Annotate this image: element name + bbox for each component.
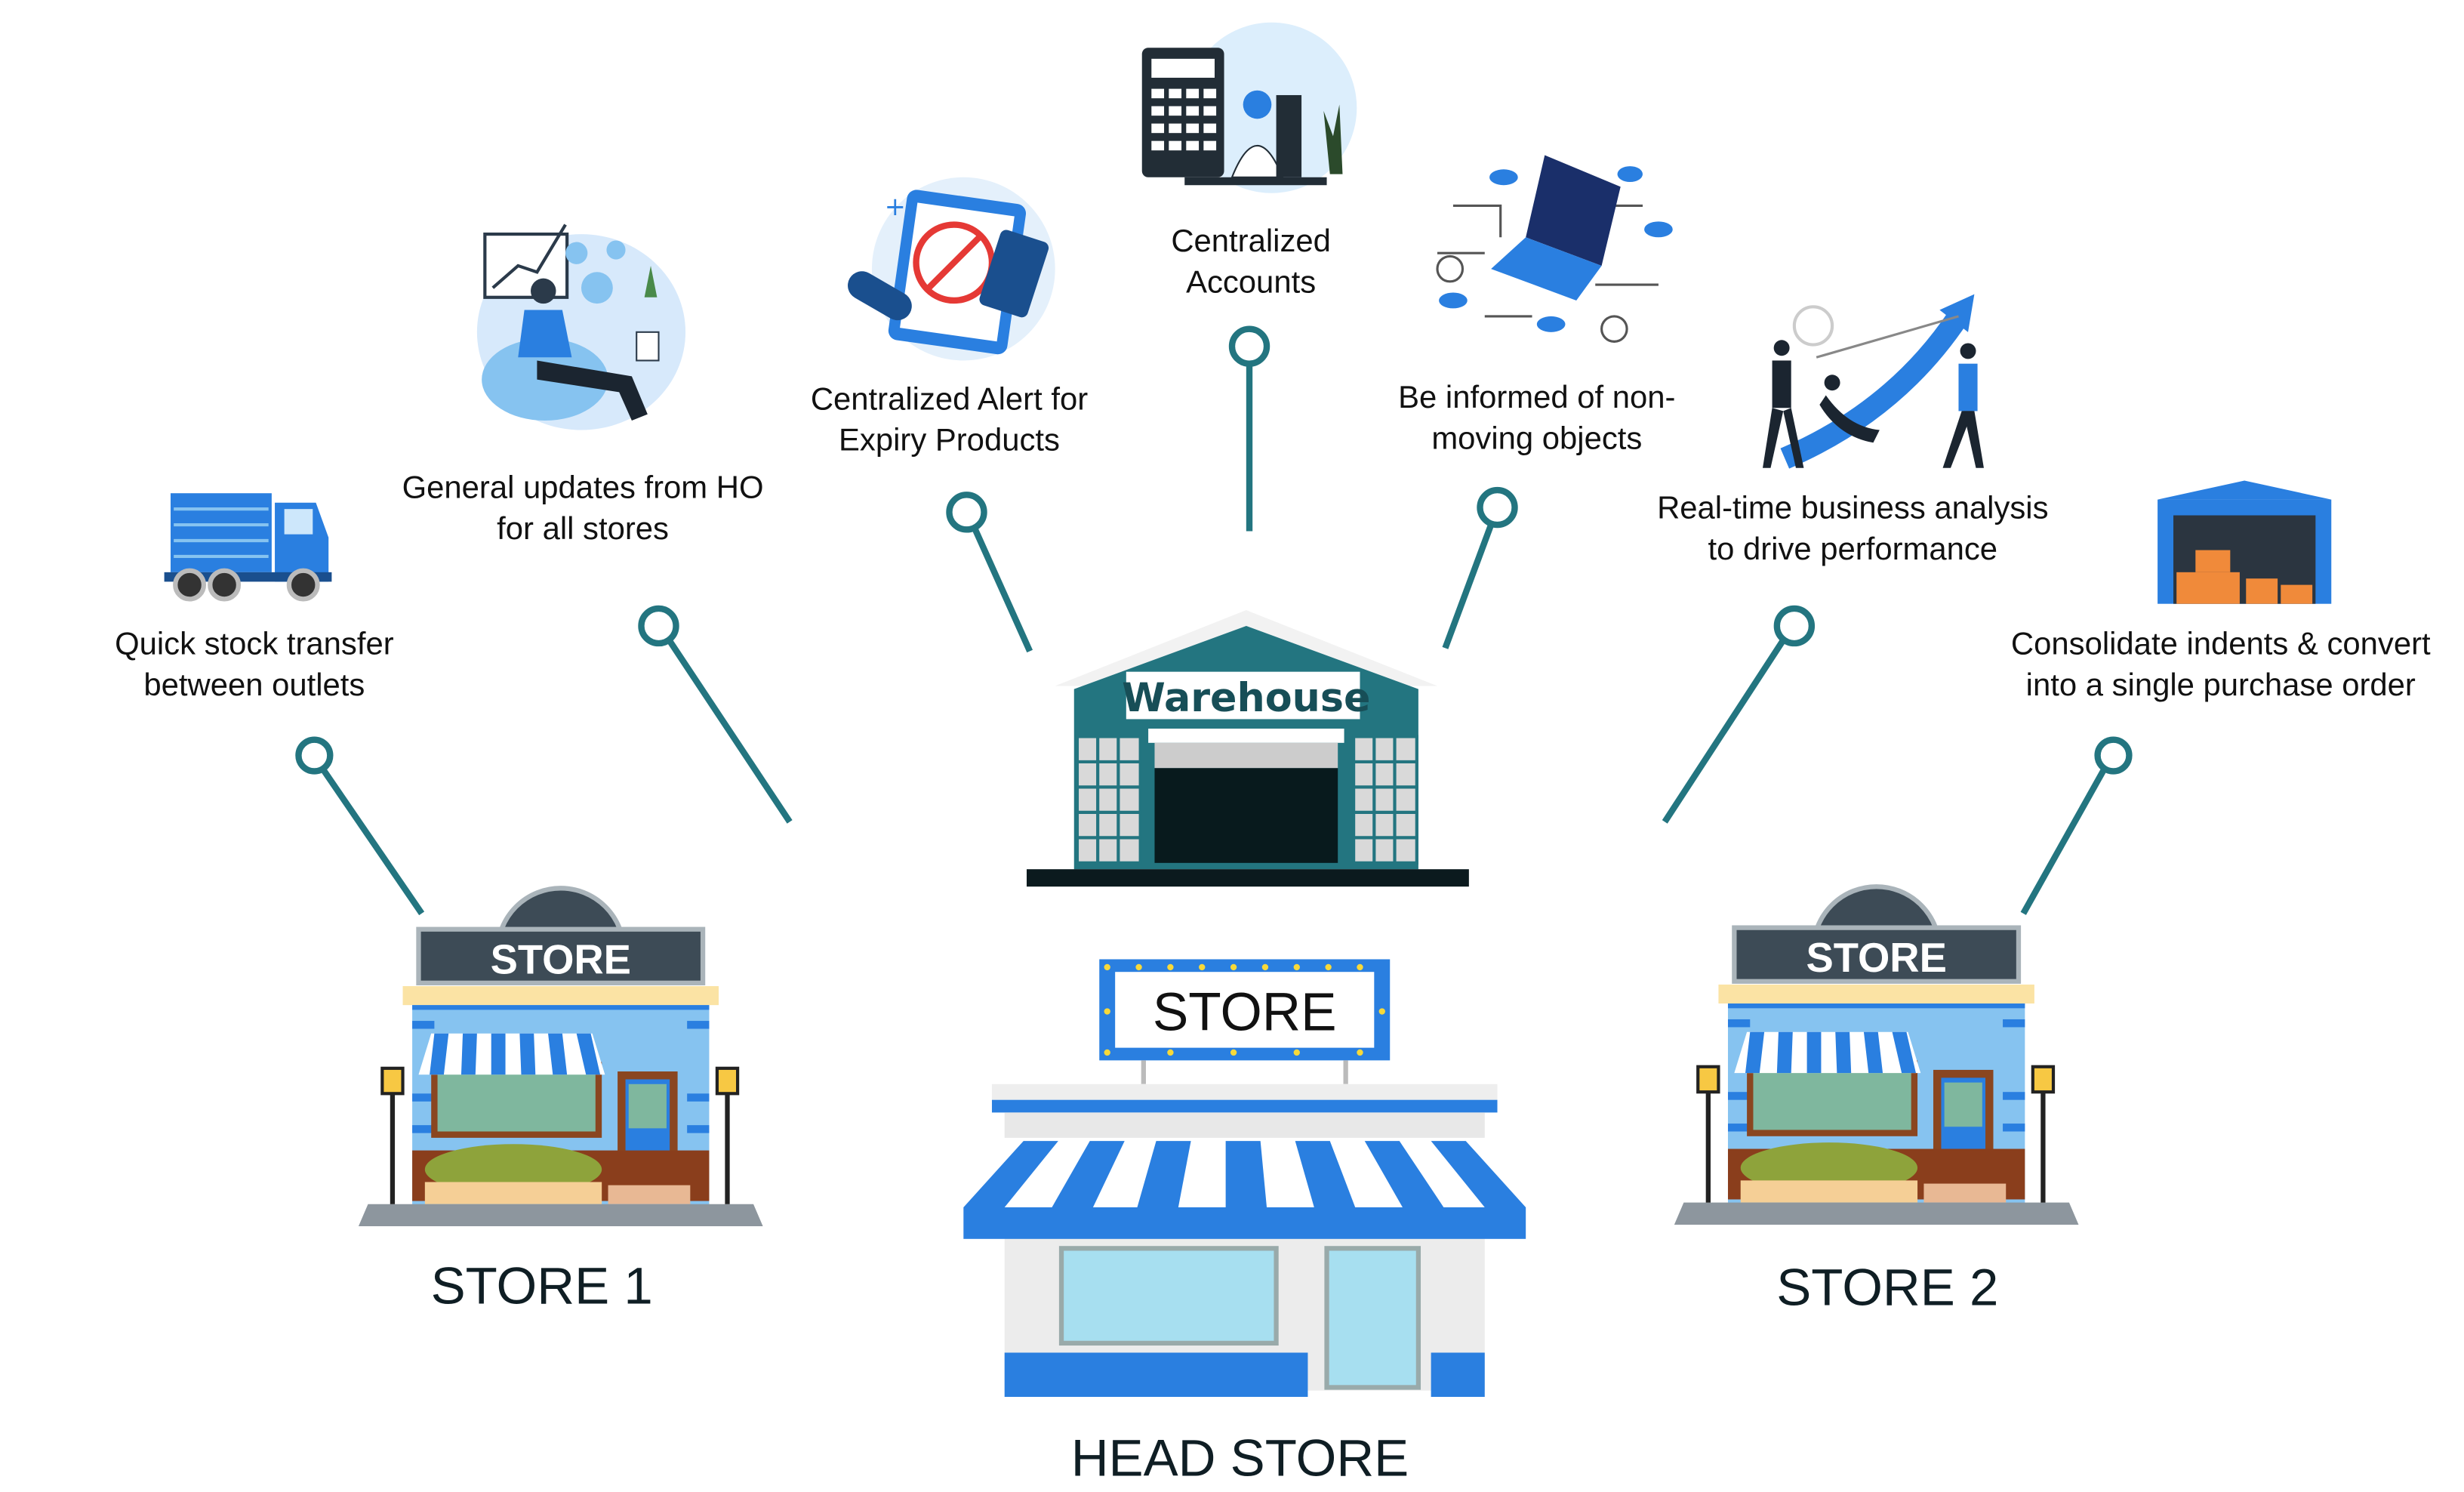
- head-store-building: STORE: [963, 959, 1526, 1398]
- connector-3: [946, 492, 1033, 653]
- svg-text:to drive performance: to drive performance: [1708, 531, 1997, 566]
- svg-text:Consolidate indents & convert: Consolidate indents & convert: [2011, 626, 2431, 661]
- svg-text:+: +: [885, 192, 906, 221]
- truck-icon: [164, 493, 332, 602]
- business-growth-team-icon: [1763, 294, 1984, 469]
- feature-label-6: Real-time business analysis to drive perf…: [1657, 490, 2048, 566]
- connector-6: [1662, 605, 1816, 824]
- feature-label-2: General updates from HO for all stores: [402, 470, 764, 546]
- head-store-label: HEAD STORE: [1071, 1429, 1409, 1487]
- svg-text:moving objects: moving objects: [1431, 421, 1642, 456]
- feature-label-5: Be informed of non-moving objects: [1398, 379, 1675, 455]
- feature-label-1: Quick stock transfer between outlets: [115, 626, 394, 702]
- laptop-network-icon: [1436, 155, 1673, 343]
- svg-text:for all stores: for all stores: [497, 510, 669, 546]
- connector-2: [638, 605, 793, 824]
- growth-chart-person-icon: [476, 223, 686, 430]
- svg-text:Quick stock transfer: Quick stock transfer: [115, 626, 394, 661]
- store-1-building: STORE: [359, 888, 763, 1226]
- expiry-alert-clipboard-icon: +: [848, 177, 1055, 361]
- calculator-accountant-icon: [1141, 22, 1357, 193]
- connector-5: [1442, 486, 1518, 649]
- svg-text:Expiry Products: Expiry Products: [839, 422, 1060, 458]
- warehouse-building: Warehouse: [1027, 610, 1469, 887]
- svg-text:Accounts: Accounts: [1186, 264, 1316, 300]
- store-2-label: STORE 2: [1776, 1258, 1998, 1317]
- store-1-label: STORE 1: [431, 1256, 653, 1315]
- svg-text:Centralized Alert for: Centralized Alert for: [811, 381, 1088, 416]
- warehouse-boxes-icon: [2158, 480, 2332, 604]
- store-2-building: STORE: [1674, 886, 2079, 1225]
- warehouse-sign: Warehouse: [1122, 675, 1370, 721]
- connector-1: [295, 736, 425, 916]
- svg-text:Centralized: Centralized: [1171, 223, 1331, 258]
- connector-4: [1228, 325, 1270, 532]
- svg-text:Real-time business analysis: Real-time business analysis: [1657, 490, 2048, 526]
- svg-text:between outlets: between outlets: [143, 667, 365, 702]
- store-2-sign: STORE: [1806, 935, 1946, 981]
- svg-text:General updates from HO: General updates from HO: [402, 470, 764, 505]
- connector-7: [2020, 736, 2133, 915]
- svg-text:into a single purchase order: into a single purchase order: [2026, 667, 2416, 702]
- feature-label-7: Consolidate indents & convert into a sing…: [2011, 626, 2431, 702]
- svg-text:Be informed of non-: Be informed of non-: [1398, 379, 1675, 415]
- store-1-sign: STORE: [491, 936, 631, 982]
- head-store-sign: STORE: [1153, 983, 1337, 1043]
